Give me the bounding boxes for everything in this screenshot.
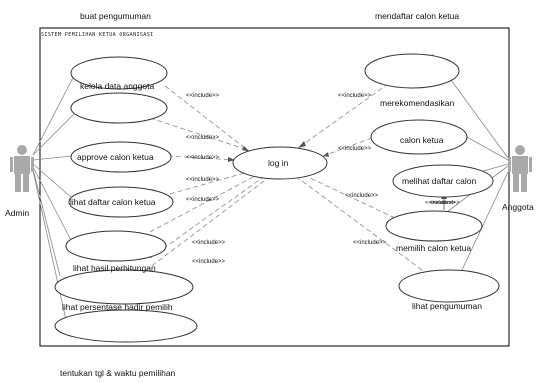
label-lihat-persentase-hadir-pemilih: lihat persentase hadir pemilih xyxy=(62,302,173,312)
include-label: <<include>> xyxy=(186,93,220,99)
include-label: <<include>> xyxy=(425,200,456,206)
actor-anggota-label: Anggota xyxy=(502,202,534,212)
include-label: <<include>> xyxy=(186,135,220,141)
include-lines xyxy=(119,78,423,291)
include-label: <<include>> xyxy=(338,146,372,152)
label-log-in: log in xyxy=(268,158,289,168)
use-case-lihat-pengumuman xyxy=(398,269,500,303)
use-case-mendaftar xyxy=(364,53,460,89)
label-lihat-daftar-calon-ketua: lihat daftar calon ketua xyxy=(70,197,156,207)
include-label: <<include>> xyxy=(186,155,220,161)
use-case-memilih-calon-ketua xyxy=(385,210,483,242)
include-label: <<include>> xyxy=(353,240,387,246)
use-case-blank-1 xyxy=(70,92,168,124)
label-buat-pengumuman: buat pengumuman xyxy=(80,11,151,21)
include-label: <<include>> xyxy=(186,177,220,183)
label-tentukan-tgl-waktu: tentukan tgl & waktu pemilihan xyxy=(60,368,176,378)
use-case-lihat-daftar-calon-ketua xyxy=(68,186,174,218)
label-merekomendasikan: merekomendasikan xyxy=(380,98,455,108)
label-lihat-hasil-perhitungan: lihat hasil perhitungan xyxy=(73,263,156,273)
actor-admin-label: Admin xyxy=(5,208,30,218)
include-label: <<include>> xyxy=(345,193,379,199)
include-label: <<include>> xyxy=(192,259,226,265)
label-melihat-daftar-calon: melihat daftar calon xyxy=(402,176,477,186)
include-label: <<include>> xyxy=(338,93,372,99)
label-calon-ketua: calon ketua xyxy=(400,135,444,145)
admin-associations xyxy=(32,67,83,321)
system-title: SISTEM PEMILIHAN KETUA ORGANISASI xyxy=(41,32,154,38)
system-boundary xyxy=(39,27,510,347)
label-kelola-data-anggota: kelola data anggota xyxy=(80,81,155,91)
use-case-kelola-data-anggota xyxy=(70,56,168,90)
use-case-lihat-persentase xyxy=(54,269,194,305)
label-lihat-pengumuman: lihat pengumuman xyxy=(412,301,482,311)
arrow-heads xyxy=(228,141,447,199)
label-mendaftar-calon-ketua: mendaftar calon ketua xyxy=(375,11,460,21)
use-case-melihat-daftar-calon xyxy=(392,164,494,198)
admin-actor-icon xyxy=(10,145,34,192)
anggota-actor-icon xyxy=(508,145,532,192)
extend-label: <<extend>> xyxy=(430,200,460,206)
use-case-lihat-hasil-perhitungan xyxy=(65,230,167,262)
include-label: <<include>> xyxy=(192,240,226,246)
include-label: <<include>> xyxy=(186,197,220,203)
label-approve-calon-ketua: approve calon ketua xyxy=(77,152,154,162)
label-memilih-calon-ketua: memilih calon ketua xyxy=(396,243,472,253)
use-case-approve-calon-ketua xyxy=(70,141,172,173)
use-case-bottom xyxy=(54,309,198,343)
use-case-log-in xyxy=(232,146,328,180)
use-case-calon-ketua xyxy=(370,119,468,155)
